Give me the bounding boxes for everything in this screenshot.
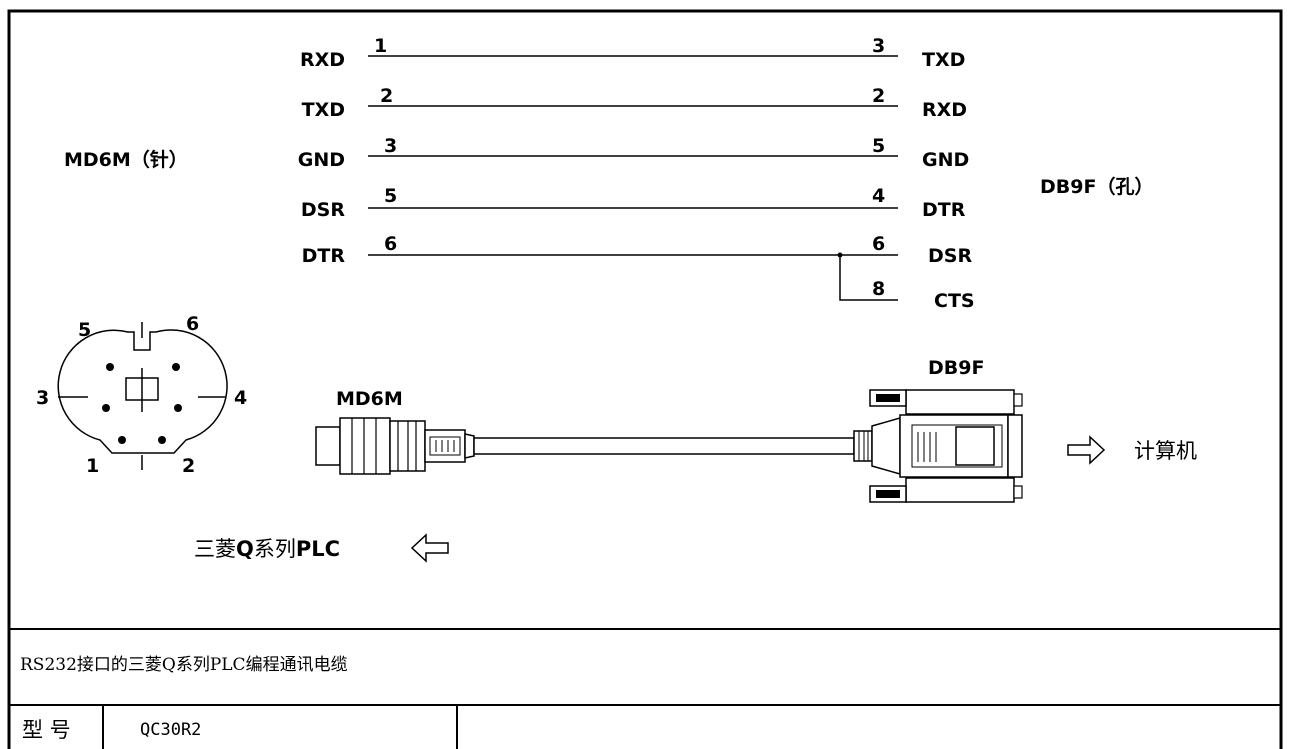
sheet-border xyxy=(7,9,1283,749)
wire-right-signal: DTR xyxy=(922,199,966,221)
pin-dot-3 xyxy=(102,404,110,412)
branch-line xyxy=(839,255,898,301)
md6m-plug-label: MD6M xyxy=(336,388,403,410)
computer-label: 计算机 xyxy=(1134,439,1197,463)
plc-label-plc: PLC xyxy=(296,537,340,561)
wire-left-signal: TXD xyxy=(302,99,345,121)
pin-label-4: 4 xyxy=(234,387,247,409)
db9f-plug-label: DB9F xyxy=(928,357,984,379)
md6m-outline xyxy=(57,329,228,454)
wire-left-signal: RXD xyxy=(300,49,345,71)
wire-left-signal: DSR xyxy=(301,199,345,221)
branch-right-signal: CTS xyxy=(934,290,975,312)
pin-dot-2 xyxy=(158,436,166,444)
pin-label-3: 3 xyxy=(36,387,49,409)
wire-left-pin: 1 xyxy=(374,35,387,57)
wire-left-signal: DTR xyxy=(302,245,346,267)
pin-label-2: 2 xyxy=(182,455,195,477)
model-value: QC30R2 xyxy=(140,720,201,740)
wire-branch-cts: 8 CTS xyxy=(837,252,975,312)
wire-right-signal: GND xyxy=(922,149,969,171)
pin-label-1: 1 xyxy=(86,455,99,477)
right-connector-name: DB9F（孔） xyxy=(1040,175,1153,198)
wire-rxd-txd: RXD 1 3 TXD xyxy=(300,35,965,71)
wire-gnd-gnd: GND 3 5 GND xyxy=(298,135,970,171)
pin-label-6: 6 xyxy=(186,313,199,335)
pin-dot-1 xyxy=(118,436,126,444)
wire-right-pin: 2 xyxy=(872,85,885,107)
arrow-right-icon xyxy=(1067,435,1106,465)
cable-description: RS232接口的三菱Q系列PLC编程通讯电缆 xyxy=(20,655,348,675)
plc-label-prefix: 三菱 xyxy=(194,537,236,561)
wire-left-signal: GND xyxy=(298,149,345,171)
db9f-plug xyxy=(853,389,1023,503)
left-connector-name: MD6M（针） xyxy=(64,148,188,171)
arrow-left-icon xyxy=(410,533,449,563)
wire-right-pin: 4 xyxy=(872,185,885,207)
plc-label-mid: 系列 xyxy=(254,537,296,561)
wire-dsr-dtr: DSR 5 4 DTR xyxy=(301,185,966,221)
plc-label-q: Q xyxy=(236,537,254,561)
wire-dtr-dsr: DTR 6 6 DSR xyxy=(302,233,973,267)
wire-txd-rxd: TXD 2 2 RXD xyxy=(302,85,967,121)
md6m-pinout: 5 6 3 4 1 2 xyxy=(36,313,247,477)
wire-right-signal: DSR xyxy=(928,245,972,267)
wire-right-pin: 6 xyxy=(872,233,885,255)
wire-right-signal: TXD xyxy=(922,49,965,71)
pin-dot-6 xyxy=(172,363,180,371)
model-label: 型 号 xyxy=(22,718,71,742)
wire-left-pin: 3 xyxy=(384,135,397,157)
pin-dot-4 xyxy=(174,404,182,412)
wire-left-pin: 5 xyxy=(384,185,397,207)
pin-label-5: 5 xyxy=(78,319,91,341)
wire-right-signal: RXD xyxy=(922,99,967,121)
wire-left-pin: 2 xyxy=(380,85,393,107)
branch-right-pin: 8 xyxy=(872,278,885,300)
cable-illustration: MD6M DB9F xyxy=(194,357,1197,563)
cable-body xyxy=(473,437,855,455)
plc-label: 三菱Q系列PLC xyxy=(194,537,340,561)
wire-right-pin: 5 xyxy=(872,135,885,157)
pin-dot-5 xyxy=(106,363,114,371)
md6m-plug xyxy=(315,417,475,475)
wire-right-pin: 3 xyxy=(872,35,885,57)
wire-left-pin: 6 xyxy=(384,233,397,255)
